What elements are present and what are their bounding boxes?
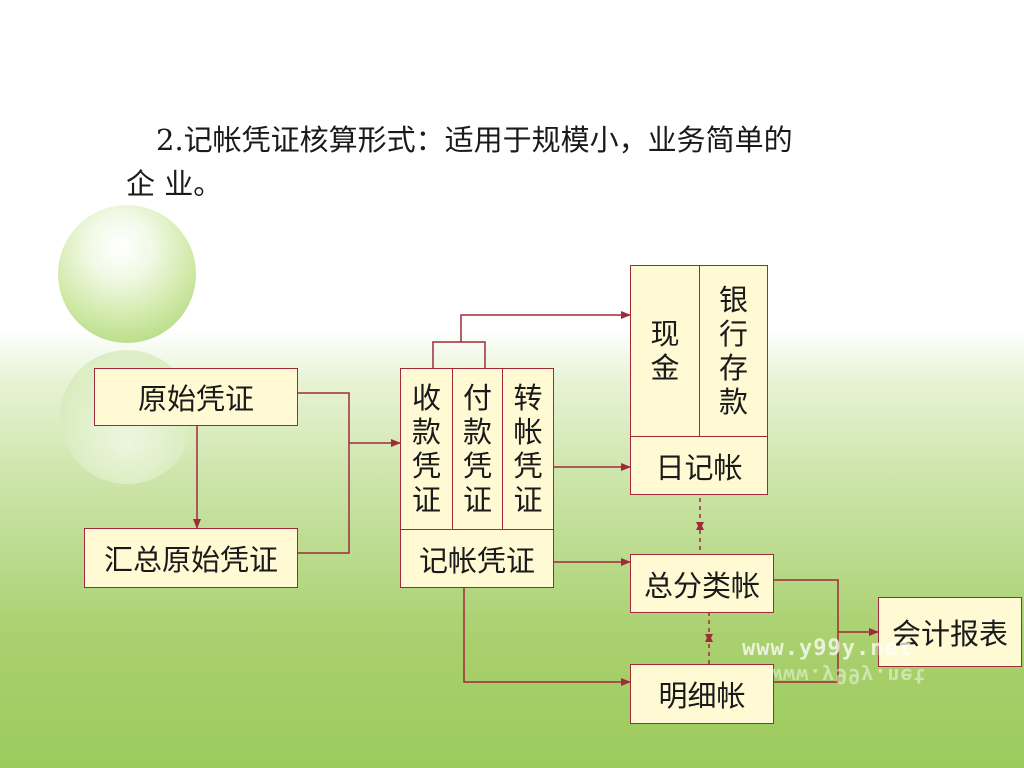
slide-title: 2.记帐凭证核算形式：适用于规模小，业务简单的 企 业。 (126, 118, 926, 206)
node-journal: 日记帐 (630, 436, 768, 495)
connector-receipt-payment-top (432, 341, 486, 368)
node-payment-voucher: 付款凭证 (452, 368, 503, 530)
watermark: www.y99y.net (742, 636, 913, 661)
node-bank-deposit: 银行存款 (699, 265, 768, 437)
watermark-reflection: www.y99y.net (770, 664, 927, 688)
payment-voucher-label: 付款凭证 (463, 381, 493, 517)
node-bookkeeping-voucher: 记帐凭证 (400, 529, 554, 588)
connector-general-to-report (774, 579, 839, 632)
node-subsidiary-ledger: 明细帐 (630, 664, 774, 724)
connector-summary-right (298, 443, 350, 554)
node-transfer-voucher: 转帐凭证 (502, 368, 554, 530)
title-line-1: 2.记帐凭证核算形式：适用于规模小，业务简单的 (156, 123, 793, 157)
node-cash: 现金 (630, 265, 700, 437)
connector-subsidiary-to-report (774, 632, 839, 683)
decorative-bubble (58, 205, 196, 343)
node-original-voucher: 原始凭证 (94, 368, 298, 426)
receipt-voucher-label: 收款凭证 (412, 381, 442, 517)
arrow-vouchers-to-cash-bank (460, 311, 631, 342)
node-general-ledger: 总分类帐 (630, 554, 774, 613)
transfer-voucher-label: 转帐凭证 (513, 381, 543, 517)
node-summary-original-voucher: 汇总原始凭证 (84, 528, 298, 588)
arrow-bookkeeping-to-subsidiary (463, 588, 631, 686)
bank-deposit-label: 银行存款 (719, 283, 749, 419)
node-receipt-voucher: 收款凭证 (400, 368, 453, 530)
connector-original-right (298, 392, 350, 443)
title-line-2: 企 业。 (126, 167, 223, 201)
dash-arrow-up-1 (696, 522, 704, 530)
cash-label: 现金 (650, 317, 680, 385)
dash-arrow-up-2 (705, 634, 713, 642)
node-financial-report: 会计报表 (878, 597, 1022, 667)
